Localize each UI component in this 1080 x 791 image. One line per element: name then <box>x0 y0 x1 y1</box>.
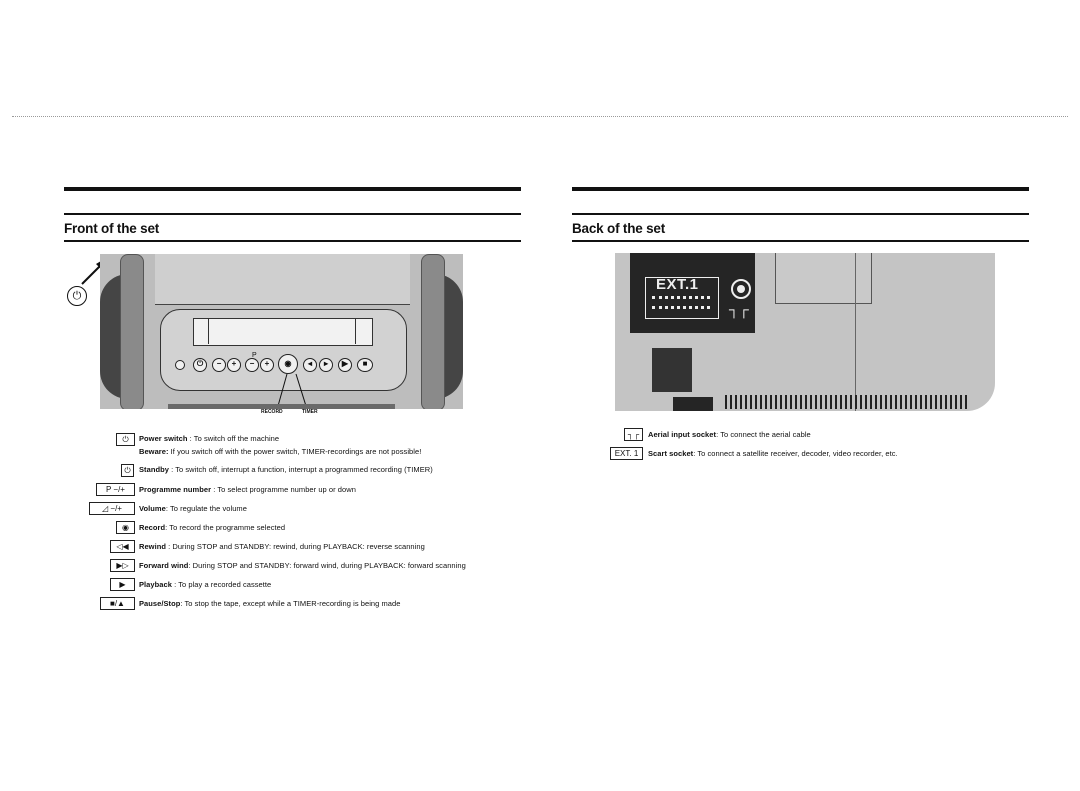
top-rule-back <box>572 187 1029 191</box>
front-heading: Front of the set <box>64 221 160 236</box>
screen-area <box>155 254 410 305</box>
heading-rule-top-back <box>572 213 1029 215</box>
aerial-input-symbol: ┐┌ <box>624 428 643 441</box>
record-symbol: ◉ <box>116 521 135 534</box>
scart-pins-top <box>652 296 710 306</box>
pause-stop-symbol: ■/▲ <box>100 597 135 610</box>
aerial-socket-core <box>737 285 745 293</box>
scart-pins-bottom <box>652 306 710 316</box>
volume-plus-button[interactable]: + <box>260 358 274 372</box>
rewind-desc: Rewind : During STOP and STANDBY: rewind… <box>139 542 425 551</box>
heading-rule-top-front <box>64 213 521 215</box>
power-symbol-icon: ⏻ <box>67 286 87 306</box>
aerial-input-desc: Aerial input socket: To connect the aeri… <box>648 430 811 439</box>
rewind-button[interactable]: ◂ <box>303 358 317 372</box>
pause-stop-desc: Pause/Stop: To stop the tape, except whi… <box>139 599 401 608</box>
volume-minus-button[interactable]: − <box>245 358 259 372</box>
indicator-led <box>175 360 185 370</box>
base-foot <box>168 404 395 409</box>
record-desc: Record: To record the programme selected <box>139 523 286 532</box>
scart-symbol: EXT. 1 <box>610 447 643 460</box>
volume-desc: Volume: To regulate the volume <box>139 504 247 513</box>
power-switch-desc: Power switch : To switch off the machine <box>139 434 280 443</box>
record-label: RECORD <box>261 409 283 415</box>
aerial-socket <box>731 279 751 299</box>
aerial-symbol-icon: ┐┌ <box>729 301 749 317</box>
forward-wind-desc: Forward wind: During STOP and STANDBY: f… <box>139 561 466 570</box>
p-label: P <box>252 352 257 359</box>
rear-dark-block <box>652 348 692 392</box>
heading-rule-bottom-front <box>64 240 521 242</box>
casing-edge <box>855 253 986 411</box>
power-switch-symbol: ⏻ <box>116 433 135 446</box>
dotted-separator <box>12 116 1068 117</box>
cassette-door <box>208 318 356 344</box>
heading-rule-bottom-back <box>572 240 1029 242</box>
rear-foot <box>673 397 713 411</box>
volume-symbol: ◿ −/+ <box>89 502 135 515</box>
standby-desc: Standby : To switch off, interrupt a fun… <box>139 465 433 474</box>
programme-plus-button[interactable]: + <box>227 358 241 372</box>
beware-desc: Beware: If you switch off with the power… <box>139 447 422 456</box>
forward-wind-symbol: ▶▷ <box>110 559 135 572</box>
vent-grille <box>725 395 970 409</box>
programme-minus-button[interactable]: − <box>212 358 226 372</box>
right-side <box>421 254 445 409</box>
rewind-symbol: ◁◀ <box>110 540 135 553</box>
forward-wind-button[interactable]: ▸ <box>319 358 333 372</box>
programme-number-symbol: P −/+ <box>96 483 135 496</box>
pause-stop-button[interactable]: ■ <box>357 358 373 372</box>
top-rule-front <box>64 187 521 191</box>
left-side <box>120 254 144 409</box>
ext1-label: EXT.1 <box>656 276 699 293</box>
playback-desc: Playback : To play a recorded cassette <box>139 580 272 589</box>
back-device-image: EXT.1 ┐┌ <box>615 253 995 411</box>
standby-button[interactable]: ⏻ <box>193 358 207 372</box>
cassette-slot <box>193 318 373 346</box>
front-device-image: P ⏻ − + − + ◉ ◂ ▸ ▶ ■ <box>100 254 463 409</box>
scart-desc: Scart socket: To connect a satellite rec… <box>648 449 898 458</box>
standby-symbol: ⏻ <box>121 464 134 477</box>
callout-lines-icon <box>277 373 307 407</box>
scart-socket: EXT.1 <box>645 276 719 319</box>
back-heading: Back of the set <box>572 221 666 236</box>
timer-label: TIMER <box>302 409 318 415</box>
playback-button[interactable]: ▶ <box>338 358 352 372</box>
record-button[interactable]: ◉ <box>278 354 298 374</box>
programme-number-desc: Programme number : To select programme n… <box>139 485 356 494</box>
playback-symbol: ▶ <box>110 578 135 591</box>
